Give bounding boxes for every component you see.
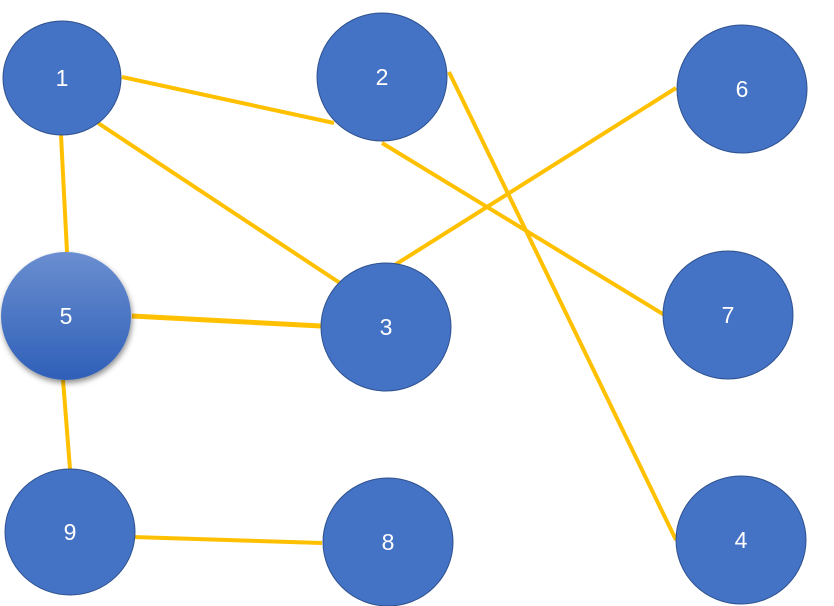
edge-1-3	[96, 121, 354, 293]
edge-5-9	[61, 379, 72, 470]
node-1-label: 1	[56, 65, 69, 91]
node-5-label: 5	[60, 303, 73, 329]
edge-3-6	[388, 86, 678, 270]
node-9[interactable]: 9	[4, 468, 136, 596]
node-3[interactable]: 3	[320, 262, 452, 392]
edge-2-4	[447, 71, 678, 541]
node-9-circle	[4, 468, 136, 596]
node-2[interactable]: 2	[316, 12, 448, 142]
node-1[interactable]: 1	[2, 20, 122, 136]
node-7-label: 7	[722, 302, 735, 328]
node-2-circle	[316, 12, 448, 142]
node-8[interactable]: 8	[322, 477, 454, 606]
node-8-label: 8	[382, 529, 395, 555]
edge-9-8	[132, 535, 323, 545]
node-5[interactable]: 5	[1, 252, 131, 380]
edge-1-2	[121, 75, 335, 125]
node-3-label: 3	[380, 314, 393, 340]
node-4-label: 4	[735, 527, 748, 553]
node-6-label: 6	[736, 76, 749, 102]
node-6-circle	[676, 24, 808, 154]
node-9-label: 9	[64, 519, 77, 545]
node-1-circle	[2, 20, 122, 136]
node-8-circle	[322, 477, 454, 606]
edge-5-3	[131, 313, 322, 329]
node-5-circle	[1, 252, 131, 380]
node-7-circle	[662, 250, 794, 380]
edge-1-5	[59, 134, 69, 253]
node-3-circle	[320, 262, 452, 392]
node-6[interactable]: 6	[676, 24, 808, 154]
node-4-circle	[675, 475, 807, 605]
edges-layer	[59, 71, 678, 545]
node-7[interactable]: 7	[662, 250, 794, 380]
node-2-label: 2	[376, 64, 389, 90]
nodes-layer: 1 2 3 4 5 6 7 8 9	[1, 12, 808, 606]
node-4[interactable]: 4	[675, 475, 807, 605]
